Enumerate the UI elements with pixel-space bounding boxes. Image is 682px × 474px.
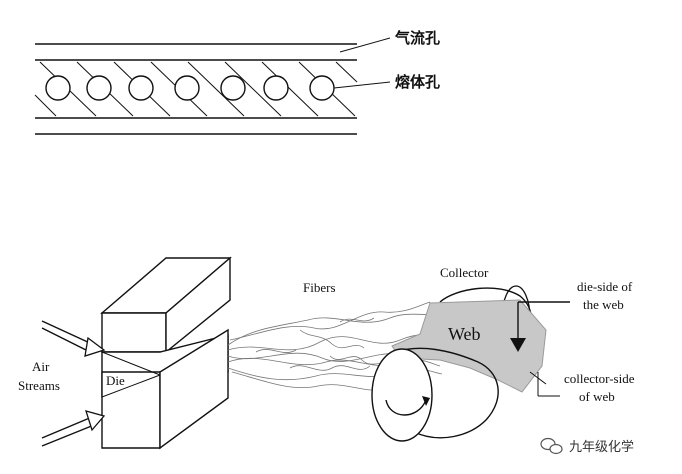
upper-die-block [100, 256, 232, 354]
web-label: Web [448, 324, 481, 344]
meltblown-process: Fibers Collector Web Die Air Streams die… [18, 256, 635, 450]
air-streams-label-line1: Air [32, 359, 50, 374]
air-stream-arrow-bottom [41, 410, 106, 447]
air-streams-label-line2: Streams [18, 378, 60, 393]
melt-hole-leader [333, 81, 391, 89]
rotation-arrow-icon [385, 399, 427, 416]
fibers-label: Fibers [303, 280, 336, 295]
melt-holes [45, 75, 335, 101]
collector-side-label-line2: of web [579, 389, 615, 404]
melt-hole [128, 75, 154, 101]
melt-hole-label: 熔体孔 [395, 73, 440, 91]
melt-hole [86, 75, 112, 101]
die-side-indicator [510, 301, 570, 352]
watermark-text: 九年级化学 [569, 439, 634, 455]
melt-hole [263, 75, 289, 101]
melt-hole [45, 75, 71, 101]
melt-hole [174, 75, 200, 101]
collector-side-label-line1: collector-side [564, 371, 635, 386]
lower-die-block [101, 328, 229, 450]
collector-roll-lower [371, 347, 499, 442]
die-cross-section: 气流孔 熔体孔 [34, 29, 440, 135]
wechat-icon [540, 437, 563, 455]
collector-side-indicator [529, 371, 560, 397]
collected-web [391, 299, 547, 393]
die-label: Die [106, 373, 125, 388]
watermark: 九年级化学 [540, 437, 634, 455]
air-stream-arrow-top [41, 320, 106, 357]
die-side-label-line2: the web [583, 297, 624, 312]
die-side-label-line1: die-side of [577, 279, 633, 294]
collector-label: Collector [440, 265, 489, 280]
air-hole-label: 气流孔 [394, 29, 440, 47]
melt-hole [309, 75, 335, 101]
air-hole-leader [339, 37, 391, 53]
melt-hole [220, 75, 246, 101]
